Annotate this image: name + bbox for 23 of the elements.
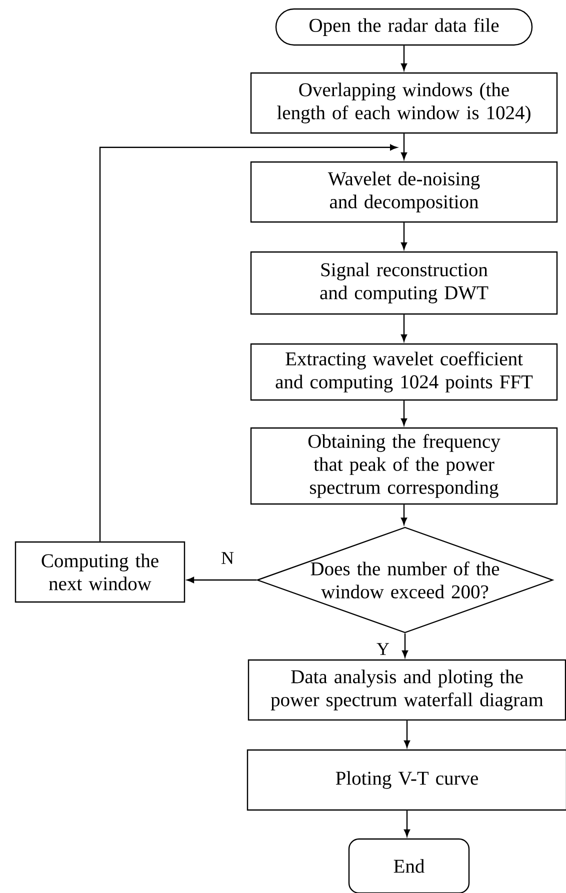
process-box: Signal reconstruction and computing DWT [250,251,558,315]
arrow [99,144,398,542]
edge-label: N [220,551,235,565]
arrow [404,810,410,837]
arrow [400,222,408,250]
process-box: Data analysis and ploting the power spectrum waterfall diagram [248,659,566,721]
arrow [400,46,408,71]
arrow [186,576,257,584]
start-terminal: Open the radar data file [275,8,533,46]
process-box: Extracting wavelet coefficient and computing 1024 points FFT [250,343,558,401]
arrow [400,134,408,160]
process-box: Ploting V-T curve [246,749,566,811]
arrow [404,720,410,748]
process-box: Obtaining the frequency that peak of the power spectrum corresponding [250,427,558,505]
edge-label: Y [376,642,390,656]
arrow [400,400,408,426]
process-box: Overlapping windows (the length of each window is 1024) [250,72,558,134]
process-box: Wavelet de-noising and decomposition [250,161,558,223]
arrow [400,504,408,525]
arrow [402,633,408,658]
end-terminal: End [348,838,470,893]
process-box: Computing the next window [14,541,186,603]
arrow [400,314,408,342]
